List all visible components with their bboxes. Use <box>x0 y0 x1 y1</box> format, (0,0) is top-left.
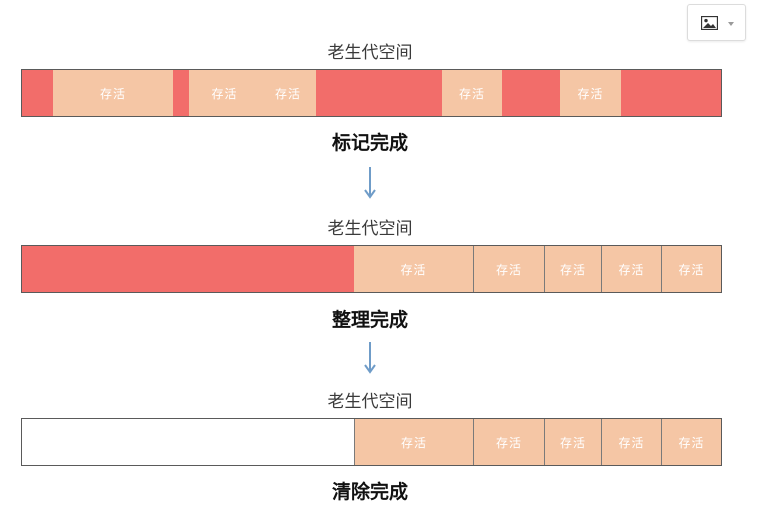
space-title-2: 老生代空间 <box>327 219 413 239</box>
image-icon <box>701 16 718 30</box>
memory-bar-marked: 存活 存活 存活 存活 存活 <box>21 69 722 117</box>
arrow-down-icon <box>364 342 376 374</box>
segment-1-9: 存活 <box>560 70 621 116</box>
caret-down-icon[interactable] <box>728 22 734 26</box>
space-title-3: 老生代空间 <box>327 392 413 412</box>
memory-bar-compacted: 存活 存活 存活 存活 存活 <box>21 245 722 293</box>
segment-2-2: 存活 <box>354 246 473 292</box>
step-label-marked: 标记完成 <box>331 132 408 154</box>
segment-2-5: 存活 <box>601 246 661 292</box>
insert-image-button[interactable] <box>687 4 746 41</box>
segment-3-5: 存活 <box>601 419 661 465</box>
segment-1-4: 存活 <box>189 70 260 116</box>
segment-2-6: 存活 <box>661 246 721 292</box>
segment-3-4: 存活 <box>544 419 601 465</box>
segment-1-5: 存活 <box>260 70 316 116</box>
segment-1-6 <box>316 70 442 116</box>
step-label-compacted: 整理完成 <box>331 309 408 331</box>
step-label-cleared: 清除完成 <box>331 481 408 503</box>
segment-3-6: 存活 <box>661 419 721 465</box>
segment-1-3 <box>173 70 189 116</box>
segment-1-10 <box>621 70 721 116</box>
segment-3-1 <box>22 419 354 465</box>
segment-2-3: 存活 <box>473 246 544 292</box>
segment-3-3: 存活 <box>473 419 544 465</box>
segment-1-7: 存活 <box>442 70 502 116</box>
space-title-1: 老生代空间 <box>327 43 413 63</box>
segment-1-1 <box>22 70 53 116</box>
segment-1-2: 存活 <box>53 70 173 116</box>
segment-1-8 <box>502 70 560 116</box>
memory-bar-cleared: 存活 存活 存活 存活 存活 <box>21 418 722 466</box>
segment-2-4: 存活 <box>544 246 601 292</box>
arrow-down-icon <box>364 167 376 199</box>
segment-3-2: 存活 <box>354 419 473 465</box>
segment-2-1 <box>22 246 354 292</box>
